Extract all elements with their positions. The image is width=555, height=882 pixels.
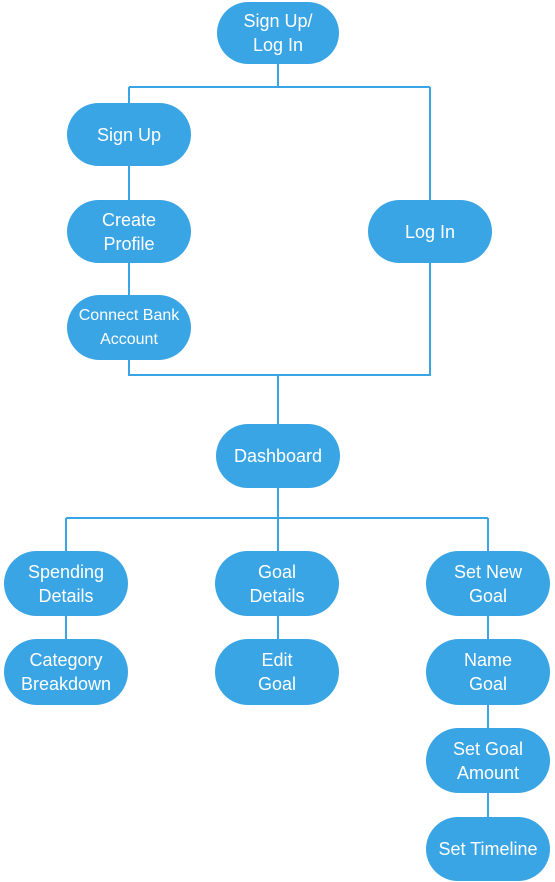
set-goal-amount-node[interactable]: Set Goal Amount (426, 728, 550, 793)
set-timeline-node[interactable]: Set Timeline (426, 817, 550, 881)
connector-merge-dashboard (128, 262, 431, 425)
category-breakdown-node[interactable]: Category Breakdown (4, 639, 128, 705)
login-node[interactable]: Log In (368, 200, 492, 263)
spending-details-node[interactable]: Spending Details (4, 551, 128, 616)
goal-details-node[interactable]: Goal Details (215, 551, 339, 616)
edit-goal-node[interactable]: Edit Goal (215, 639, 339, 705)
dashboard-node[interactable]: Dashboard (216, 424, 340, 488)
connector-root-split (128, 62, 431, 201)
name-goal-node[interactable]: Name Goal (426, 639, 550, 705)
connector-dashboard-split (65, 487, 489, 552)
set-new-goal-node[interactable]: Set New Goal (426, 551, 550, 616)
signup-node[interactable]: Sign Up (67, 103, 191, 166)
signup-login-node[interactable]: Sign Up/ Log In (217, 2, 339, 64)
create-profile-node[interactable]: Create Profile (67, 200, 191, 263)
connect-bank-account-node[interactable]: Connect Bank Account (67, 295, 191, 360)
